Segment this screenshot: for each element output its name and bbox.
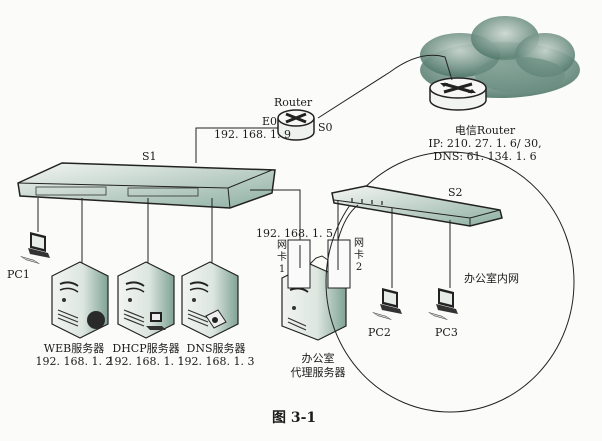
computer-icon: [146, 312, 166, 330]
telecom-router-icon: [429, 77, 487, 111]
nic1-label: 网卡1: [277, 240, 287, 275]
wan-link: [317, 54, 453, 119]
proxy-server-line2: 代理服务器: [290, 366, 346, 379]
disk-icon: [205, 309, 227, 329]
web-server-ip: 192. 168. 1. 2: [35, 355, 113, 368]
switch-s1-icon: [17, 162, 276, 209]
s2-links: [337, 200, 451, 288]
telecom-router-ip: IP: 210. 27. 1. 6/ 30,: [428, 137, 542, 150]
switch-s2-label: S2: [448, 186, 463, 199]
office-lan-label: 办公室内网: [464, 272, 519, 285]
pc2-label: PC2: [368, 326, 391, 339]
nic1-ip: 192. 168. 1. 5: [256, 227, 333, 240]
telecom-router-label: 电信Router: [454, 124, 516, 137]
nic2-label: 网卡2: [354, 238, 364, 273]
dhcp-server-ip: 192. 168. 1. 1: [107, 355, 185, 368]
switch-s1-label: S1: [142, 150, 157, 163]
office-lan-boundary: [325, 151, 575, 413]
telecom-router-dns: DNS: 61. 134. 1. 6: [433, 150, 537, 163]
dhcp-server-name: DHCP服务器: [112, 342, 180, 355]
nic1-icon: [287, 239, 311, 289]
web-server-name: WEB服务器: [43, 342, 105, 355]
figure-caption: 图 3-1: [272, 410, 317, 426]
office-router-label: Router: [274, 96, 313, 109]
port-e0-label: E0: [262, 115, 278, 128]
dns-server-ip: 192. 168. 1. 3: [177, 355, 255, 368]
pc3-label: PC3: [435, 326, 458, 339]
office-router-icon: [277, 109, 315, 141]
s1-links: [37, 189, 301, 264]
switch-s2-icon: [331, 185, 503, 227]
dns-server-name: DNS服务器: [186, 342, 246, 355]
router-s1-link: [195, 127, 278, 163]
pc1-label: PC1: [7, 268, 30, 281]
port-s0-label: S0: [318, 121, 333, 134]
proxy-server-line1: 办公室: [301, 352, 335, 365]
globe-icon: [87, 311, 105, 329]
nic2-icon: [327, 239, 351, 289]
router-e0-ip: 192. 168. 1. 9: [214, 128, 291, 141]
